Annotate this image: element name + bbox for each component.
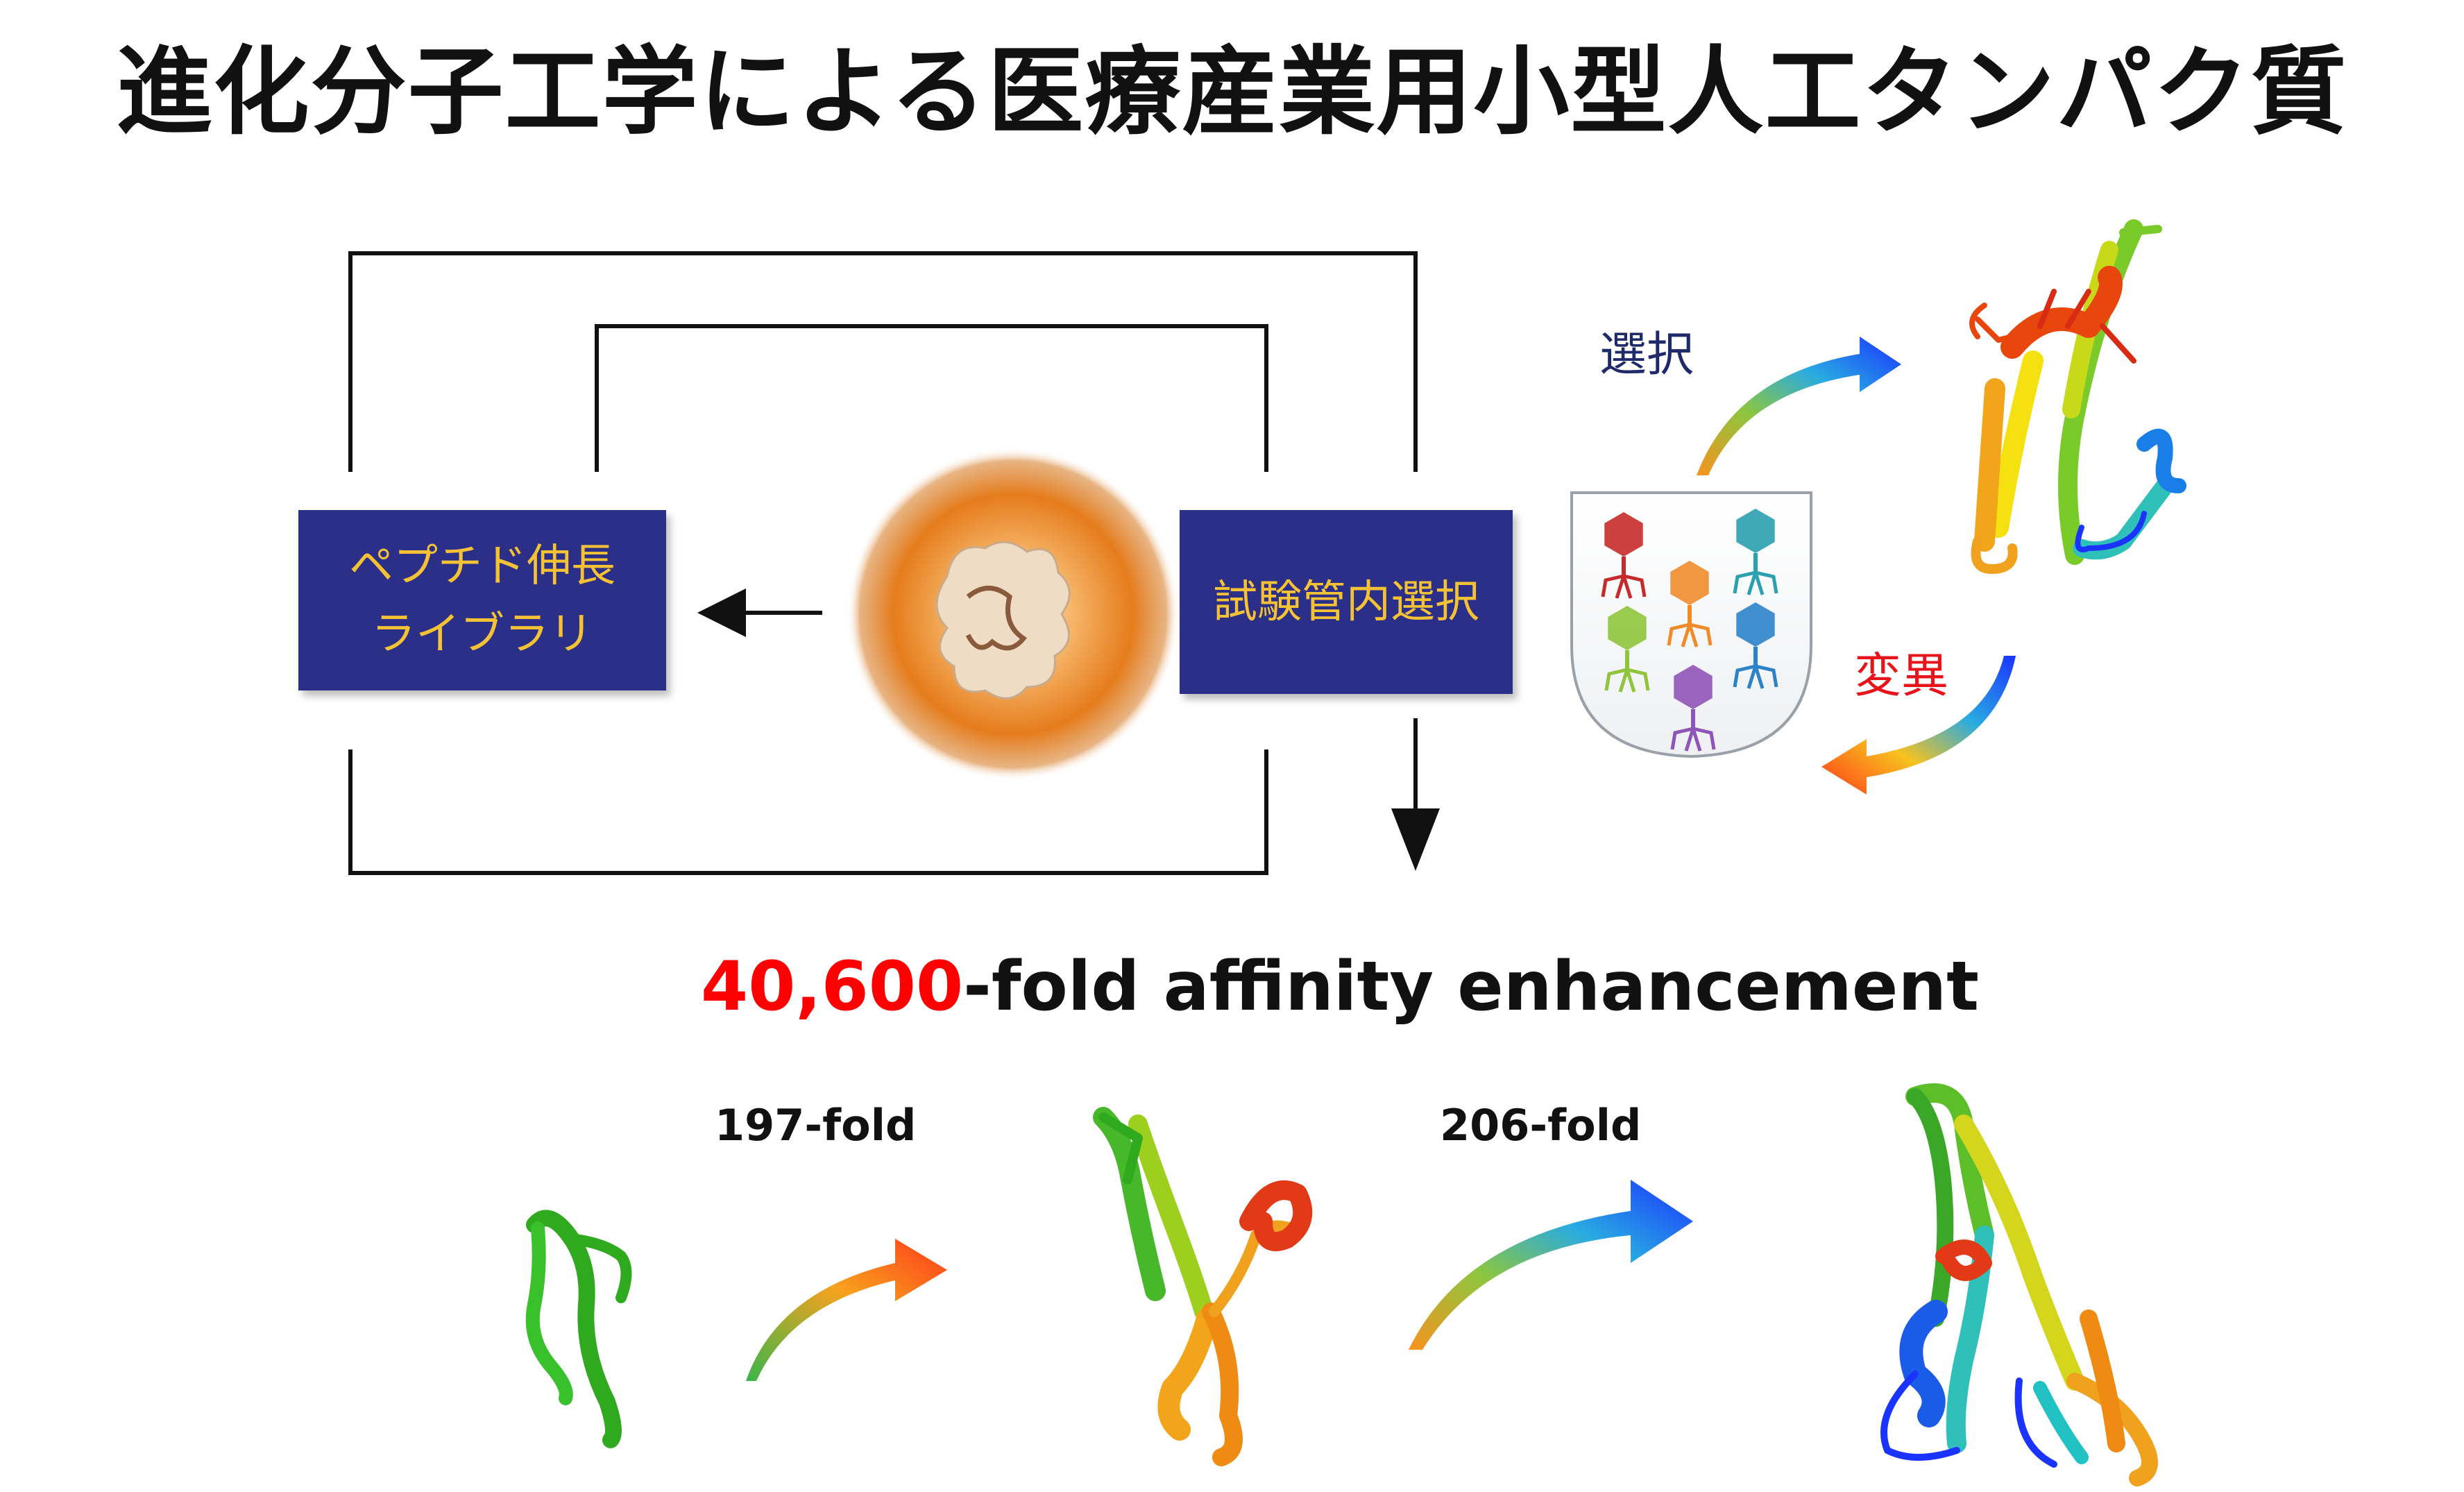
mutate-arrow: [1821, 656, 2016, 795]
phage-icon: [1604, 606, 1650, 693]
protein-surface-icon: [935, 541, 1071, 700]
peptide-ribbon-2: [1093, 1107, 1313, 1466]
affinity-number: 40,600: [701, 947, 964, 1026]
outer-loop-bracket: [348, 251, 1418, 875]
phage-icon: [1670, 665, 1716, 752]
select-arrow: [1697, 337, 1901, 475]
left-arrow: [697, 588, 822, 637]
affinity-suffix: -fold affinity enhancement: [963, 947, 1979, 1026]
phage-icon: [1733, 509, 1778, 595]
library-box-line2: ライブラリ: [371, 609, 593, 660]
phage-library-shield: [1570, 491, 1812, 758]
phage-icon: [1601, 512, 1647, 599]
phage-icon: [1667, 561, 1713, 647]
down-arrow: [1391, 718, 1440, 871]
select-label: 選択: [1599, 328, 1694, 382]
selection-box-label: 試験管内選択: [1213, 576, 1479, 628]
library-box-line1: ペプチド伸長: [349, 541, 615, 592]
step-label-2: 206-fold: [1440, 1100, 1642, 1151]
peptide-ribbon-3: [1880, 1083, 2158, 1486]
protein-sphere: [847, 448, 1180, 781]
peptide-ribbon-1: [525, 1210, 632, 1448]
library-box: ペプチド伸長 ライブラリ: [298, 510, 666, 690]
step-label-1: 197-fold: [715, 1100, 917, 1151]
selection-box: 試験管内選択: [1180, 510, 1513, 694]
step-arrow-1: [746, 1239, 947, 1381]
page-title: 進化分子工学による医療産業用小型人工タンパク質: [116, 36, 2348, 148]
step-arrow-2: [1409, 1180, 1693, 1350]
affinity-headline: 40,600-fold affinity enhancement: [701, 947, 1979, 1026]
mutate-label: 変異: [1854, 649, 1949, 704]
phage-icon: [1733, 602, 1778, 689]
evolved-protein-ribbon-top: [1969, 219, 2186, 574]
